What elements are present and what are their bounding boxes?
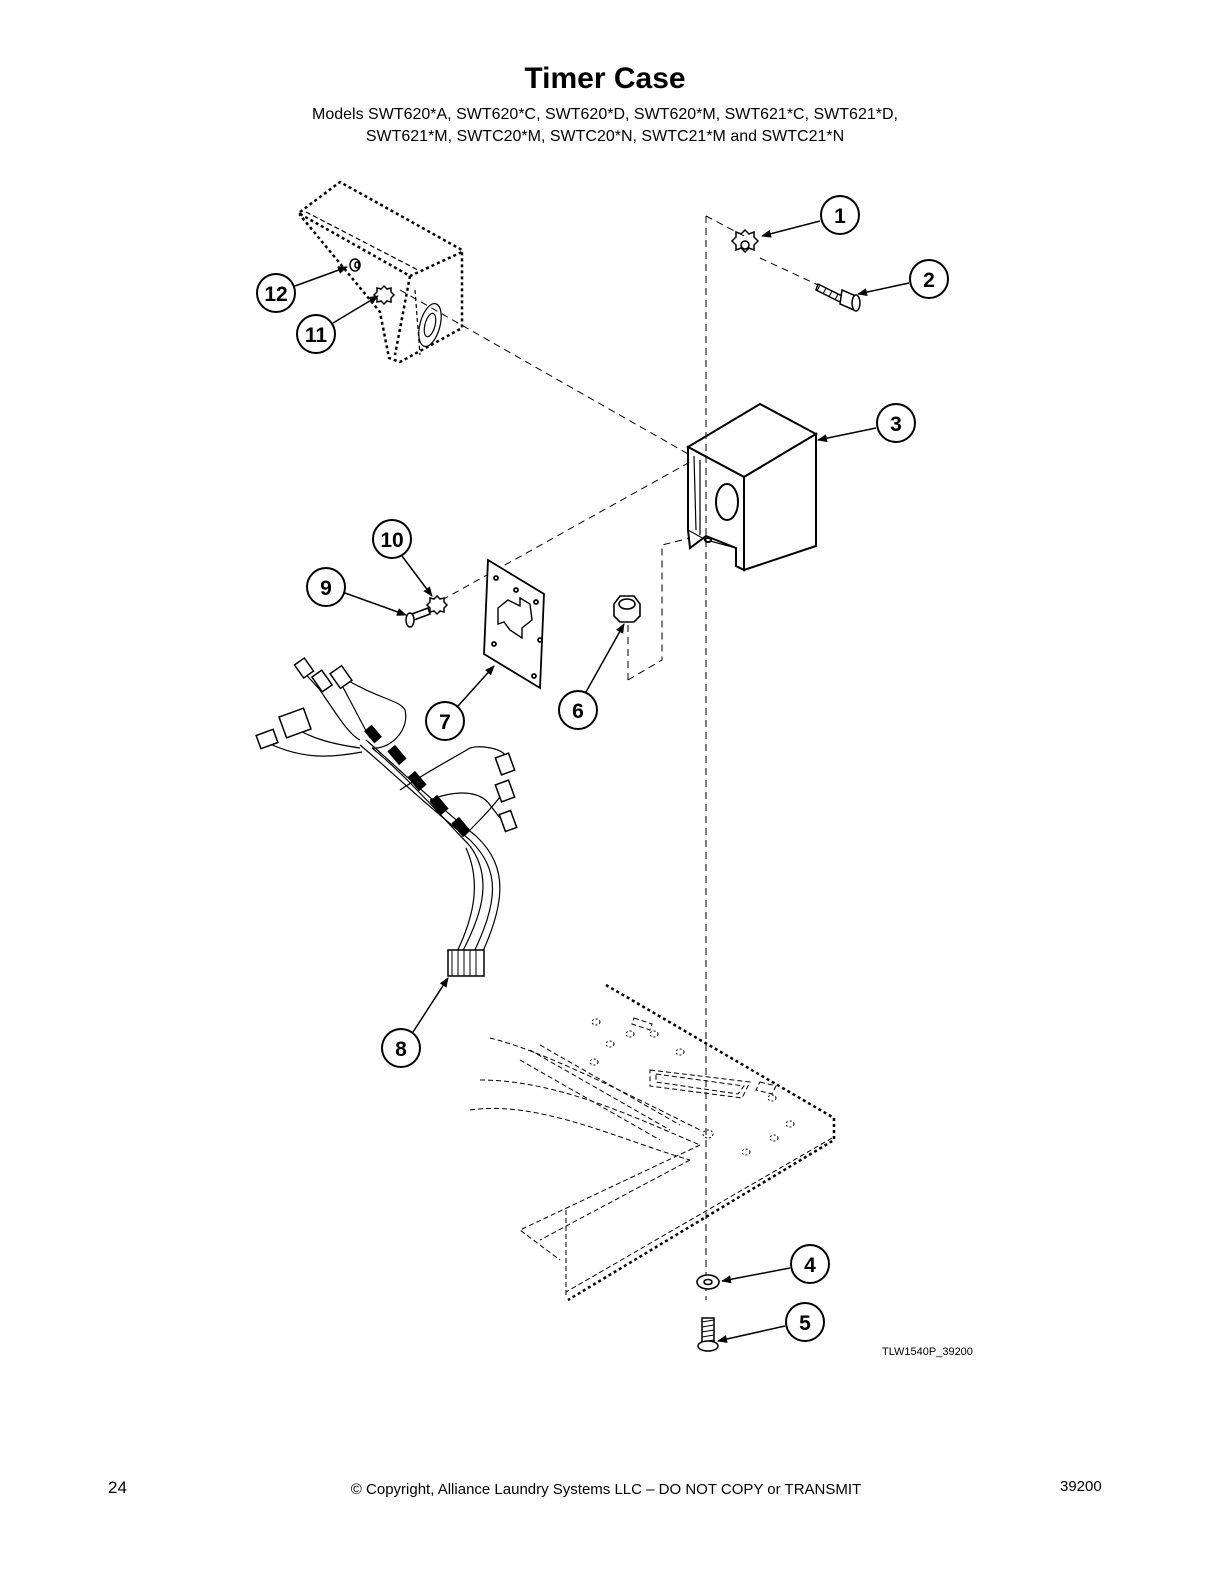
callout-6-label: 6 [572,700,584,723]
callout-2-label: 2 [923,269,935,292]
callout-11-label: 11 [305,324,328,347]
part-4-washer [696,1274,720,1290]
callout-12-label: 12 [264,283,287,306]
callout-11: 11 [296,295,379,354]
part-12-nut [349,258,361,272]
callout-9-label: 9 [320,577,332,600]
callout-7: 7 [425,665,495,741]
callout-3: 3 [817,403,916,443]
callout-4-label: 4 [804,1254,816,1277]
callout-5-label: 5 [799,1312,811,1335]
models-line-2: SWT621*M, SWTC20*M, SWTC20*N, SWTC21*M a… [365,128,845,145]
callout-8: 8 [381,977,449,1068]
control-console [298,180,464,364]
models-line-1: Models SWT620*A, SWT620*C, SWT620*D, SWT… [312,106,898,123]
callout-12: 12 [256,266,348,313]
callout-10: 10 [372,519,433,597]
part-2-hex-bolt [815,282,861,312]
cabinet-holes [589,1018,795,1156]
callout-4: 4 [721,1244,830,1284]
callout-5: 5 [717,1302,825,1343]
part-9-screw [405,607,431,628]
callout-8-label: 8 [395,1038,407,1061]
assembly-lines [399,215,819,1300]
copyright-notice: © Copyright, Alliance Laundry Systems LL… [350,1481,862,1498]
callout-6: 6 [558,623,625,730]
console-details [305,211,442,356]
figure-id: TLW1540P_39200 [882,1346,973,1358]
part-7-mounting-plate [483,558,545,690]
callout-2: 2 [857,259,949,299]
part-10-star-washer [425,594,449,616]
callout-7-label: 7 [439,711,451,734]
part-3-timer-case [685,402,819,572]
harness-connectors [255,656,518,977]
harness-ties [364,724,471,838]
document-number: 39200 [1060,1478,1102,1495]
callout-9: 9 [306,567,407,616]
callout-1-label: 1 [834,205,846,228]
part-5-screw [697,1317,719,1352]
callout-1: 1 [761,195,860,238]
callout-10-label: 10 [380,529,403,552]
models-subtitle: Models SWT620*A, SWT620*C, SWT620*D, SWT… [0,104,1210,148]
part-6-nut [613,595,641,623]
callout-3-label: 3 [890,413,902,436]
page-number: 24 [108,1478,127,1497]
page-title: Timer Case [524,62,686,95]
part-1-star-washer [730,228,760,254]
part-11-star-washer [372,284,396,306]
cabinet-top-details [469,1017,833,1295]
